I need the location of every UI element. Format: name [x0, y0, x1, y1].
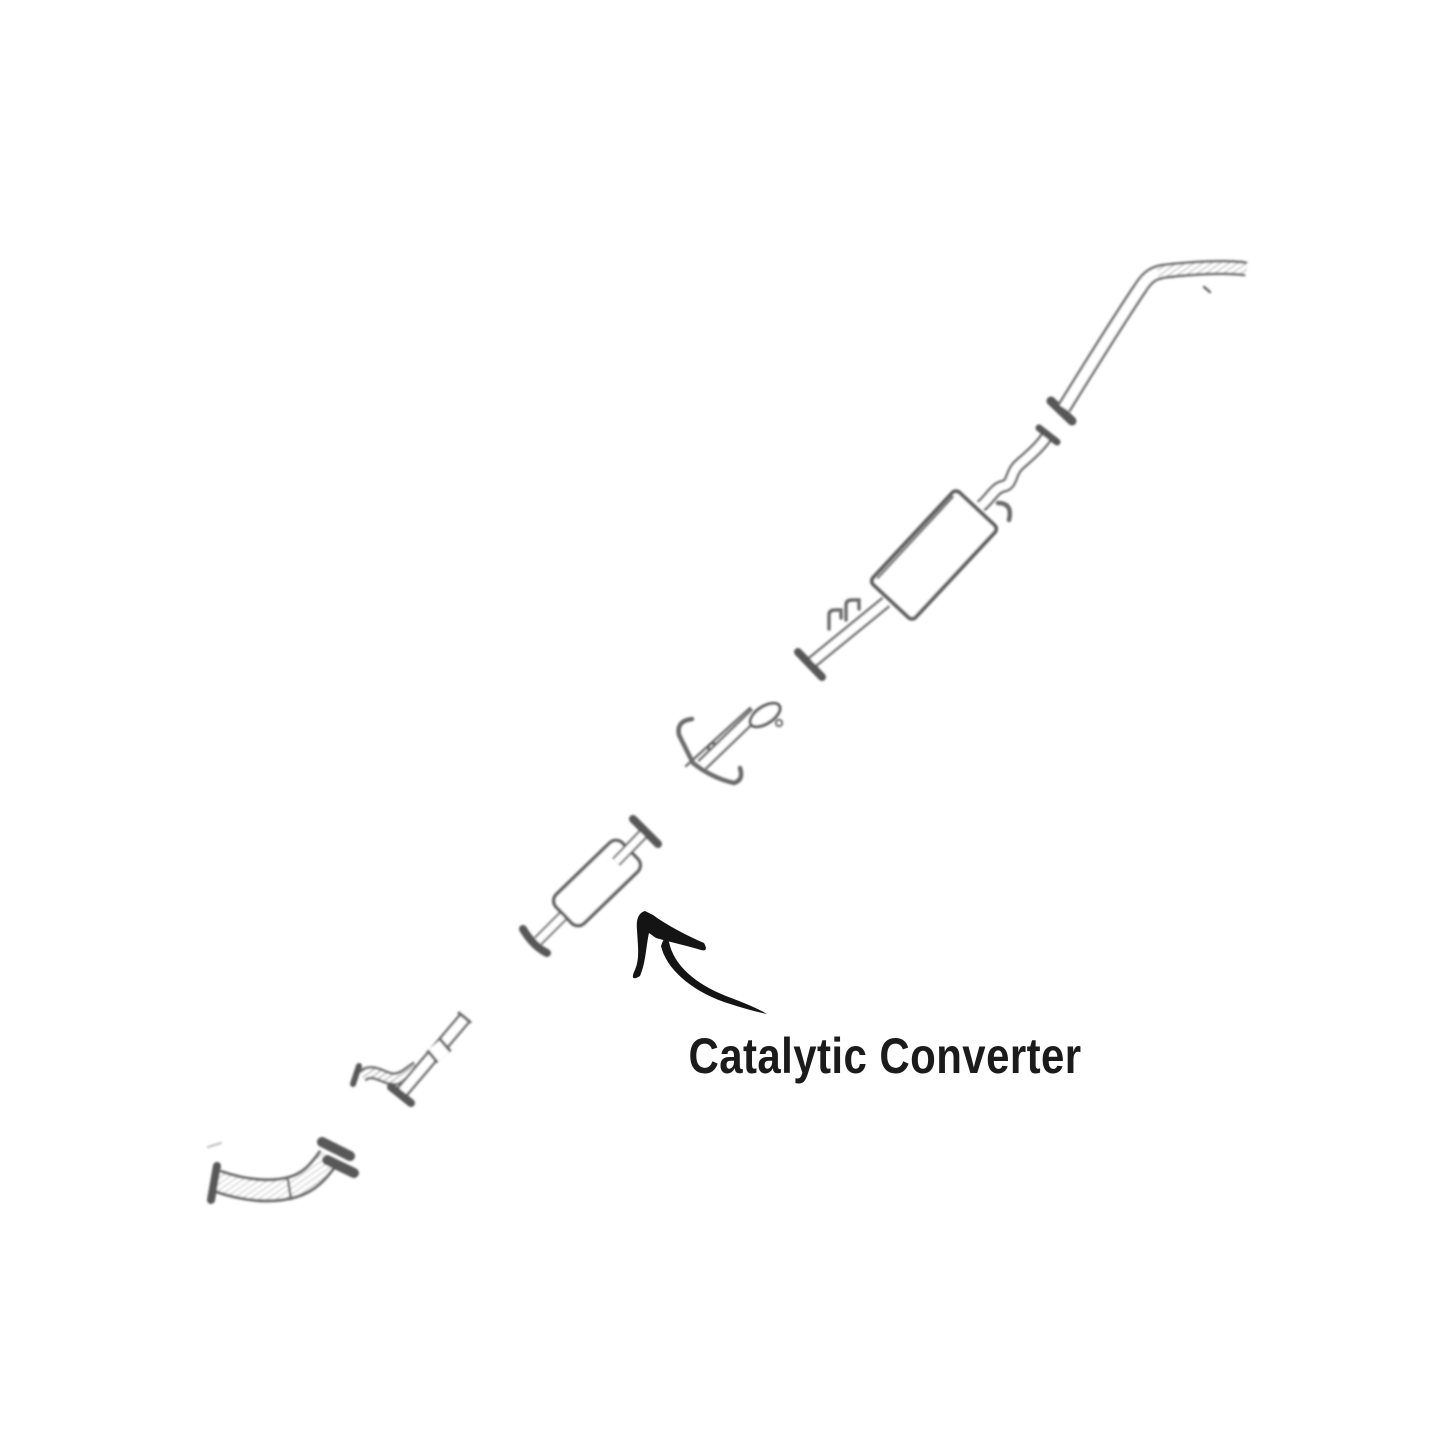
muffler: [869, 424, 1061, 621]
flex-pipe: [350, 1011, 472, 1107]
muffler-hanger-hook: [995, 500, 1013, 523]
tailpipe-collar: [1046, 396, 1077, 426]
inlet-pipe-flange: [794, 648, 826, 681]
front-downpipe: [207, 1137, 359, 1204]
hanger-hook-1: [827, 608, 843, 631]
muffler-body: [869, 489, 999, 621]
oval-flange: [748, 701, 782, 729]
catalytic-converter: [519, 815, 662, 957]
catalytic-converter-label: Catalytic Converter: [688, 1028, 1082, 1084]
downpipe-outlet-flange-upper: [317, 1137, 355, 1161]
muffler-inlet-pipe: [794, 596, 891, 681]
outlet-flare: [1035, 424, 1061, 446]
tailpipe: [1046, 259, 1248, 426]
flex-pipe-flange: [387, 1083, 415, 1107]
downpipe-outlet-flange-lower: [322, 1155, 359, 1178]
cat-inlet-flange: [519, 925, 551, 957]
downpipe-inlet-flange: [207, 1162, 221, 1204]
arrow-head: [632, 911, 706, 979]
arrow-tail: [661, 938, 767, 1014]
hanger-bracket: [676, 716, 744, 786]
callout-arrow: [632, 911, 767, 1014]
hanger-hook-2: [844, 598, 861, 622]
cat-outlet-flange: [629, 815, 662, 848]
hanger-bracket-pipe: [676, 701, 784, 786]
